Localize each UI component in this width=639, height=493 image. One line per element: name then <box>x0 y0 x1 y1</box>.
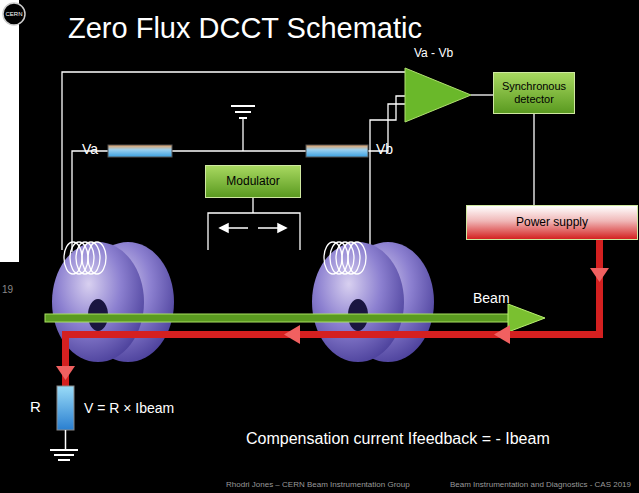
power-supply-box: Power supply <box>466 205 638 240</box>
side-bar <box>0 0 19 262</box>
node-label: Modulator <box>226 175 279 189</box>
signal-wire <box>534 114 535 205</box>
wires <box>62 72 405 252</box>
node-label: Va - Vb <box>414 46 453 60</box>
page-number: 19 <box>2 284 13 295</box>
differential-amplifier: Va - Vb <box>400 46 476 124</box>
resistor-symbol <box>57 386 74 430</box>
modulator-arrows <box>220 224 286 232</box>
footer-text: Beam Instrumentation and Diagnostics - C… <box>450 480 631 489</box>
resistor-symbol <box>108 145 172 157</box>
beam-line <box>45 304 545 332</box>
coil-windings <box>64 242 366 274</box>
ground-symbol <box>50 106 255 460</box>
beam-label: Beam <box>473 290 510 306</box>
wires <box>65 430 67 450</box>
node-label: Synchronous detector <box>498 80 570 105</box>
signal-name: Vb <box>376 141 393 157</box>
footer-text: Rhodri Jones – CERN Beam Instrumentation… <box>226 480 410 489</box>
resistor-symbol <box>306 145 368 157</box>
equation-note: Compensation current Ifeedback = - Ibeam <box>246 430 550 448</box>
equation-note: V = R × Ibeam <box>84 400 174 416</box>
signal-name: Va <box>82 141 98 157</box>
toroid-cores <box>52 242 434 362</box>
detector-box: Synchronous detector <box>493 72 575 114</box>
node-label: Power supply <box>516 216 588 230</box>
slide-title: Zero Flux DCCT Schematic <box>68 12 422 45</box>
feedback-current-path <box>56 240 609 386</box>
signal-wire <box>471 95 493 96</box>
logo-text: CERN <box>5 11 22 17</box>
cern-logo <box>3 3 25 25</box>
component-name: R <box>30 398 41 415</box>
title-underline <box>62 55 639 57</box>
modulator-box: Modulator <box>205 165 301 198</box>
